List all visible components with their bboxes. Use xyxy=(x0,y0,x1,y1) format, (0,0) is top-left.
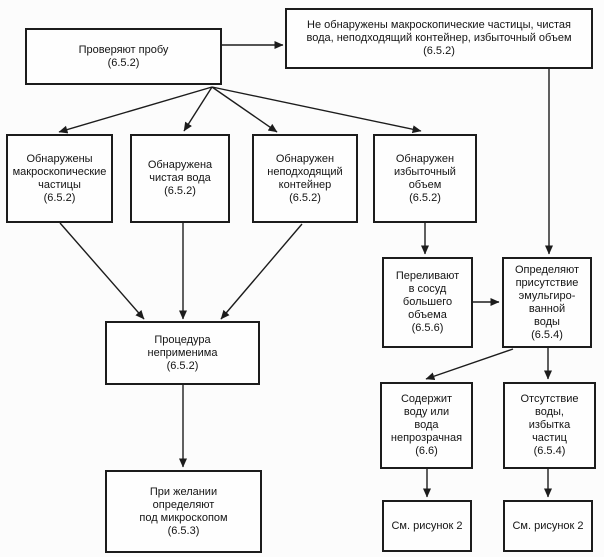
edge-macro-particles-to-procedure xyxy=(59,222,145,320)
node-excess-volume: Обнаружен избыточный объем (6.5.2) xyxy=(373,134,477,223)
node-macro-particles: Обнаружены макроскопические частицы (6.5… xyxy=(6,134,113,223)
edge-check-to-macro-particles xyxy=(58,86,213,134)
edge-check-to-unsuitable-container xyxy=(211,86,278,133)
node-macro-particles-label: Обнаружены макроскопические частицы (6.5… xyxy=(12,152,107,204)
node-determine-emulsified-water-label: Определяют присутствие эмульгиро- ванной… xyxy=(514,263,580,341)
node-none-detected: Не обнаружены макроскопические частицы, … xyxy=(285,8,593,69)
node-microscope-label: При желании определяют под микроскопом (… xyxy=(139,485,228,537)
node-none-detected-label: Не обнаружены макроскопические частицы, … xyxy=(306,19,572,57)
node-excess-volume-label: Обнаружен избыточный объем (6.5.2) xyxy=(394,152,456,204)
edge-check-to-excess-volume xyxy=(211,86,422,134)
node-contains-water-label: Содержит воду или вода непрозрачная (6.6… xyxy=(390,393,463,457)
node-no-water-label: Отсутствие воды, избытка частиц (6.5.4) xyxy=(520,393,579,457)
node-see-figure-left: См. рисунок 2 xyxy=(382,500,472,552)
edge-determine-water-to-contains-water xyxy=(425,348,514,381)
node-procedure-not-applicable-label: Процедура неприменима (6.5.2) xyxy=(147,333,218,372)
node-see-figure-right-label: См. рисунок 2 xyxy=(512,519,584,532)
edge-check-to-clean-water xyxy=(183,86,213,132)
node-no-water: Отсутствие воды, избытка частиц (6.5.4) xyxy=(503,382,596,469)
node-pour-larger-vessel: Переливают в сосуд большего объема (6.5.… xyxy=(382,257,473,348)
node-unsuitable-container-label: Обнаружен неподходящий контейнер (6.5.2) xyxy=(267,152,343,204)
node-check-sample-label: Проверяют пробу (6.5.2) xyxy=(78,43,169,69)
node-clean-water: Обнаружена чистая вода (6.5.2) xyxy=(130,134,230,223)
node-check-sample: Проверяют пробу (6.5.2) xyxy=(25,28,222,85)
node-see-figure-left-label: См. рисунок 2 xyxy=(391,519,463,532)
node-see-figure-right: См. рисунок 2 xyxy=(503,500,593,552)
node-unsuitable-container: Обнаружен неподходящий контейнер (6.5.2) xyxy=(252,134,358,223)
node-clean-water-label: Обнаружена чистая вода (6.5.2) xyxy=(147,159,213,197)
node-microscope: При желании определяют под микроскопом (… xyxy=(105,470,262,553)
node-pour-larger-vessel-label: Переливают в сосуд большего объема (6.5.… xyxy=(395,270,460,334)
node-determine-emulsified-water: Определяют присутствие эмульгиро- ванной… xyxy=(502,257,592,348)
node-contains-water: Содержит воду или вода непрозрачная (6.6… xyxy=(380,382,473,469)
node-procedure-not-applicable: Процедура неприменима (6.5.2) xyxy=(105,321,260,385)
edge-unsuitable-container-to-procedure xyxy=(220,223,303,320)
